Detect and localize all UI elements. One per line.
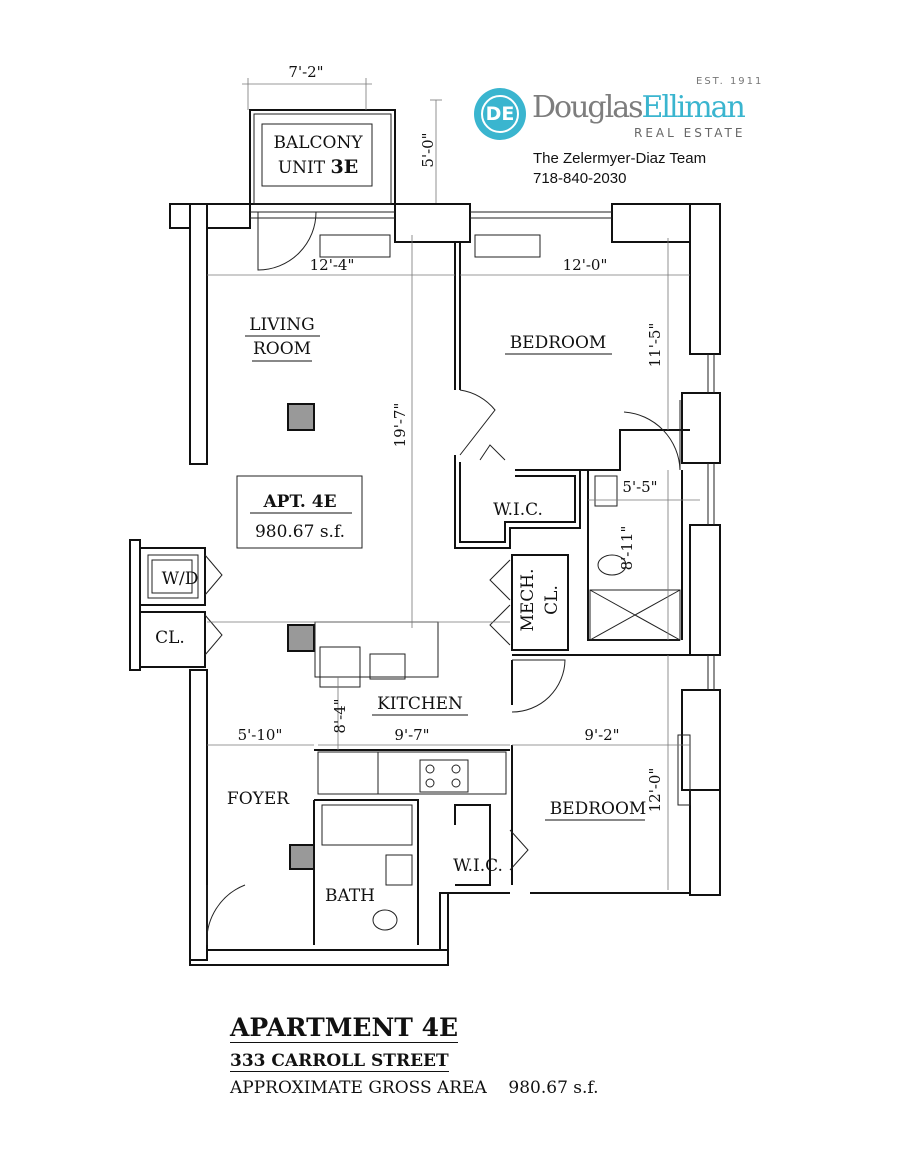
brand-name: DouglasElliman bbox=[532, 90, 746, 125]
footer-area: APPROXIMATE GROSS AREA 980.67 s.f. bbox=[230, 1078, 599, 1098]
balcony-depth-dim: 5'-0" bbox=[419, 132, 437, 167]
balcony bbox=[242, 78, 442, 210]
douglas-elliman-logo: DE DouglasElliman EST. 1911 REAL ESTATE bbox=[474, 76, 774, 148]
living-width-dim: 12'-4" bbox=[310, 256, 355, 274]
brand-established: EST. 1911 bbox=[696, 76, 764, 87]
foyer-width-dim: 5'-10" bbox=[238, 726, 283, 744]
living-length-dim: 19'-7" bbox=[391, 403, 409, 448]
bedroom1-length-dim: 11'-5" bbox=[646, 323, 664, 368]
kitchen-depth-dim: 8'-4" bbox=[331, 698, 349, 733]
kitchen-label: KITCHEN bbox=[377, 694, 463, 714]
bedroom1-width-dim: 12'-0" bbox=[563, 256, 608, 274]
bedroom2-length-dim: 12'-0" bbox=[646, 768, 664, 813]
team-phone: 718-840-2030 bbox=[533, 170, 627, 187]
team-name: The Zelermyer-Diaz Team bbox=[533, 150, 707, 167]
mech-closet-label: MECH. bbox=[518, 568, 538, 631]
mech-closet-label-2: CL. bbox=[542, 585, 562, 615]
brand-subtitle: REAL ESTATE bbox=[634, 126, 746, 140]
bedroom2-label: BEDROOM bbox=[550, 799, 647, 819]
balcony-unit-label: UNIT 3E bbox=[278, 156, 358, 178]
ensuite-width-dim: 5'-5" bbox=[622, 478, 657, 496]
living-room-label-2: ROOM bbox=[253, 339, 311, 359]
de-logo-mark-icon: DE bbox=[474, 88, 526, 140]
wic1-label: W.I.C. bbox=[493, 500, 543, 520]
kitchen-width-dim: 9'-7" bbox=[394, 726, 429, 744]
bedroom2-width-dim: 9'-2" bbox=[584, 726, 619, 744]
walls bbox=[129, 203, 721, 966]
closet-label: CL. bbox=[155, 628, 185, 648]
balcony-label: BALCONY bbox=[273, 133, 363, 153]
wic2-label: W.I.C. bbox=[453, 856, 503, 876]
foyer-label: FOYER bbox=[227, 789, 290, 809]
apt-area: 980.67 s.f. bbox=[255, 522, 345, 542]
living-room-label: LIVING bbox=[249, 315, 314, 335]
bedroom1-label: BEDROOM bbox=[510, 333, 607, 353]
ensuite-length-dim: 8'-11" bbox=[618, 526, 636, 571]
footer-title: APARTMENT 4E bbox=[230, 1013, 459, 1043]
balcony-width-dim: 7'-2" bbox=[288, 63, 323, 81]
wd-label: W/D bbox=[162, 569, 199, 589]
bath-label: BATH bbox=[325, 886, 375, 906]
footer-address: 333 CARROLL STREET bbox=[230, 1051, 449, 1072]
apt-name: APT. 4E bbox=[262, 492, 336, 512]
